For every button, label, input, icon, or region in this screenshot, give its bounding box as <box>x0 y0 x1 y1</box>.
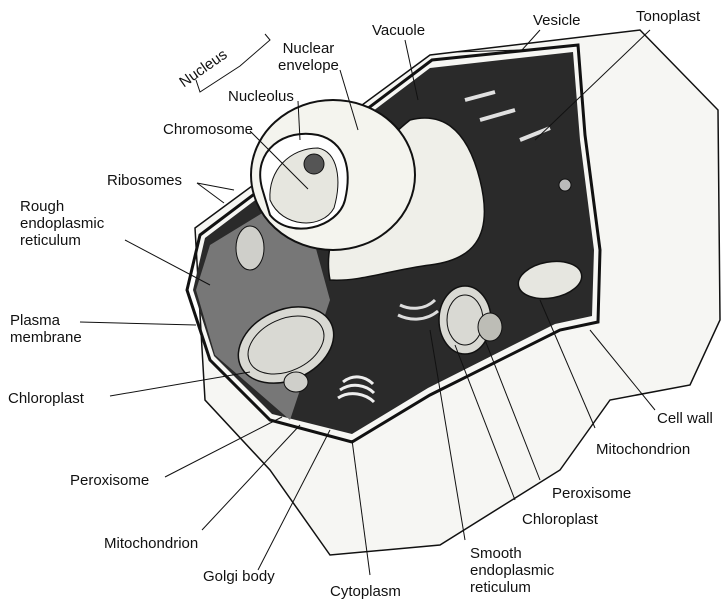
label-golgi-body: Golgi body <box>203 568 275 585</box>
peroxisome-left <box>284 372 308 392</box>
label-ribosomes: Ribosomes <box>107 172 182 189</box>
label-smooth-er: Smooth endoplasmic reticulum <box>470 545 554 596</box>
label-mitochondrion-right: Mitochondrion <box>596 441 690 458</box>
label-chloroplast-right: Chloroplast <box>522 511 598 528</box>
label-plasma-membrane: Plasma membrane <box>10 312 82 346</box>
label-vesicle: Vesicle <box>533 12 581 29</box>
label-nuclear-envelope: Nuclear envelope <box>278 40 339 74</box>
label-nucleolus: Nucleolus <box>228 88 294 105</box>
label-rough-er: Rough endoplasmic reticulum <box>20 198 104 249</box>
label-cytoplasm: Cytoplasm <box>330 583 401 600</box>
label-cell-wall: Cell wall <box>657 410 713 427</box>
nucleolus <box>304 154 324 174</box>
label-vacuole: Vacuole <box>372 22 425 39</box>
label-mitochondrion-left: Mitochondrion <box>104 535 198 552</box>
label-chloroplast-left: Chloroplast <box>8 390 84 407</box>
label-peroxisome-left: Peroxisome <box>70 472 149 489</box>
peroxisome-right <box>478 313 502 341</box>
vesicle-small <box>559 179 571 191</box>
label-peroxisome-right: Peroxisome <box>552 485 631 502</box>
label-tonoplast: Tonoplast <box>636 8 700 25</box>
label-chromosome: Chromosome <box>163 121 253 138</box>
mitochondrion-left <box>236 226 264 270</box>
